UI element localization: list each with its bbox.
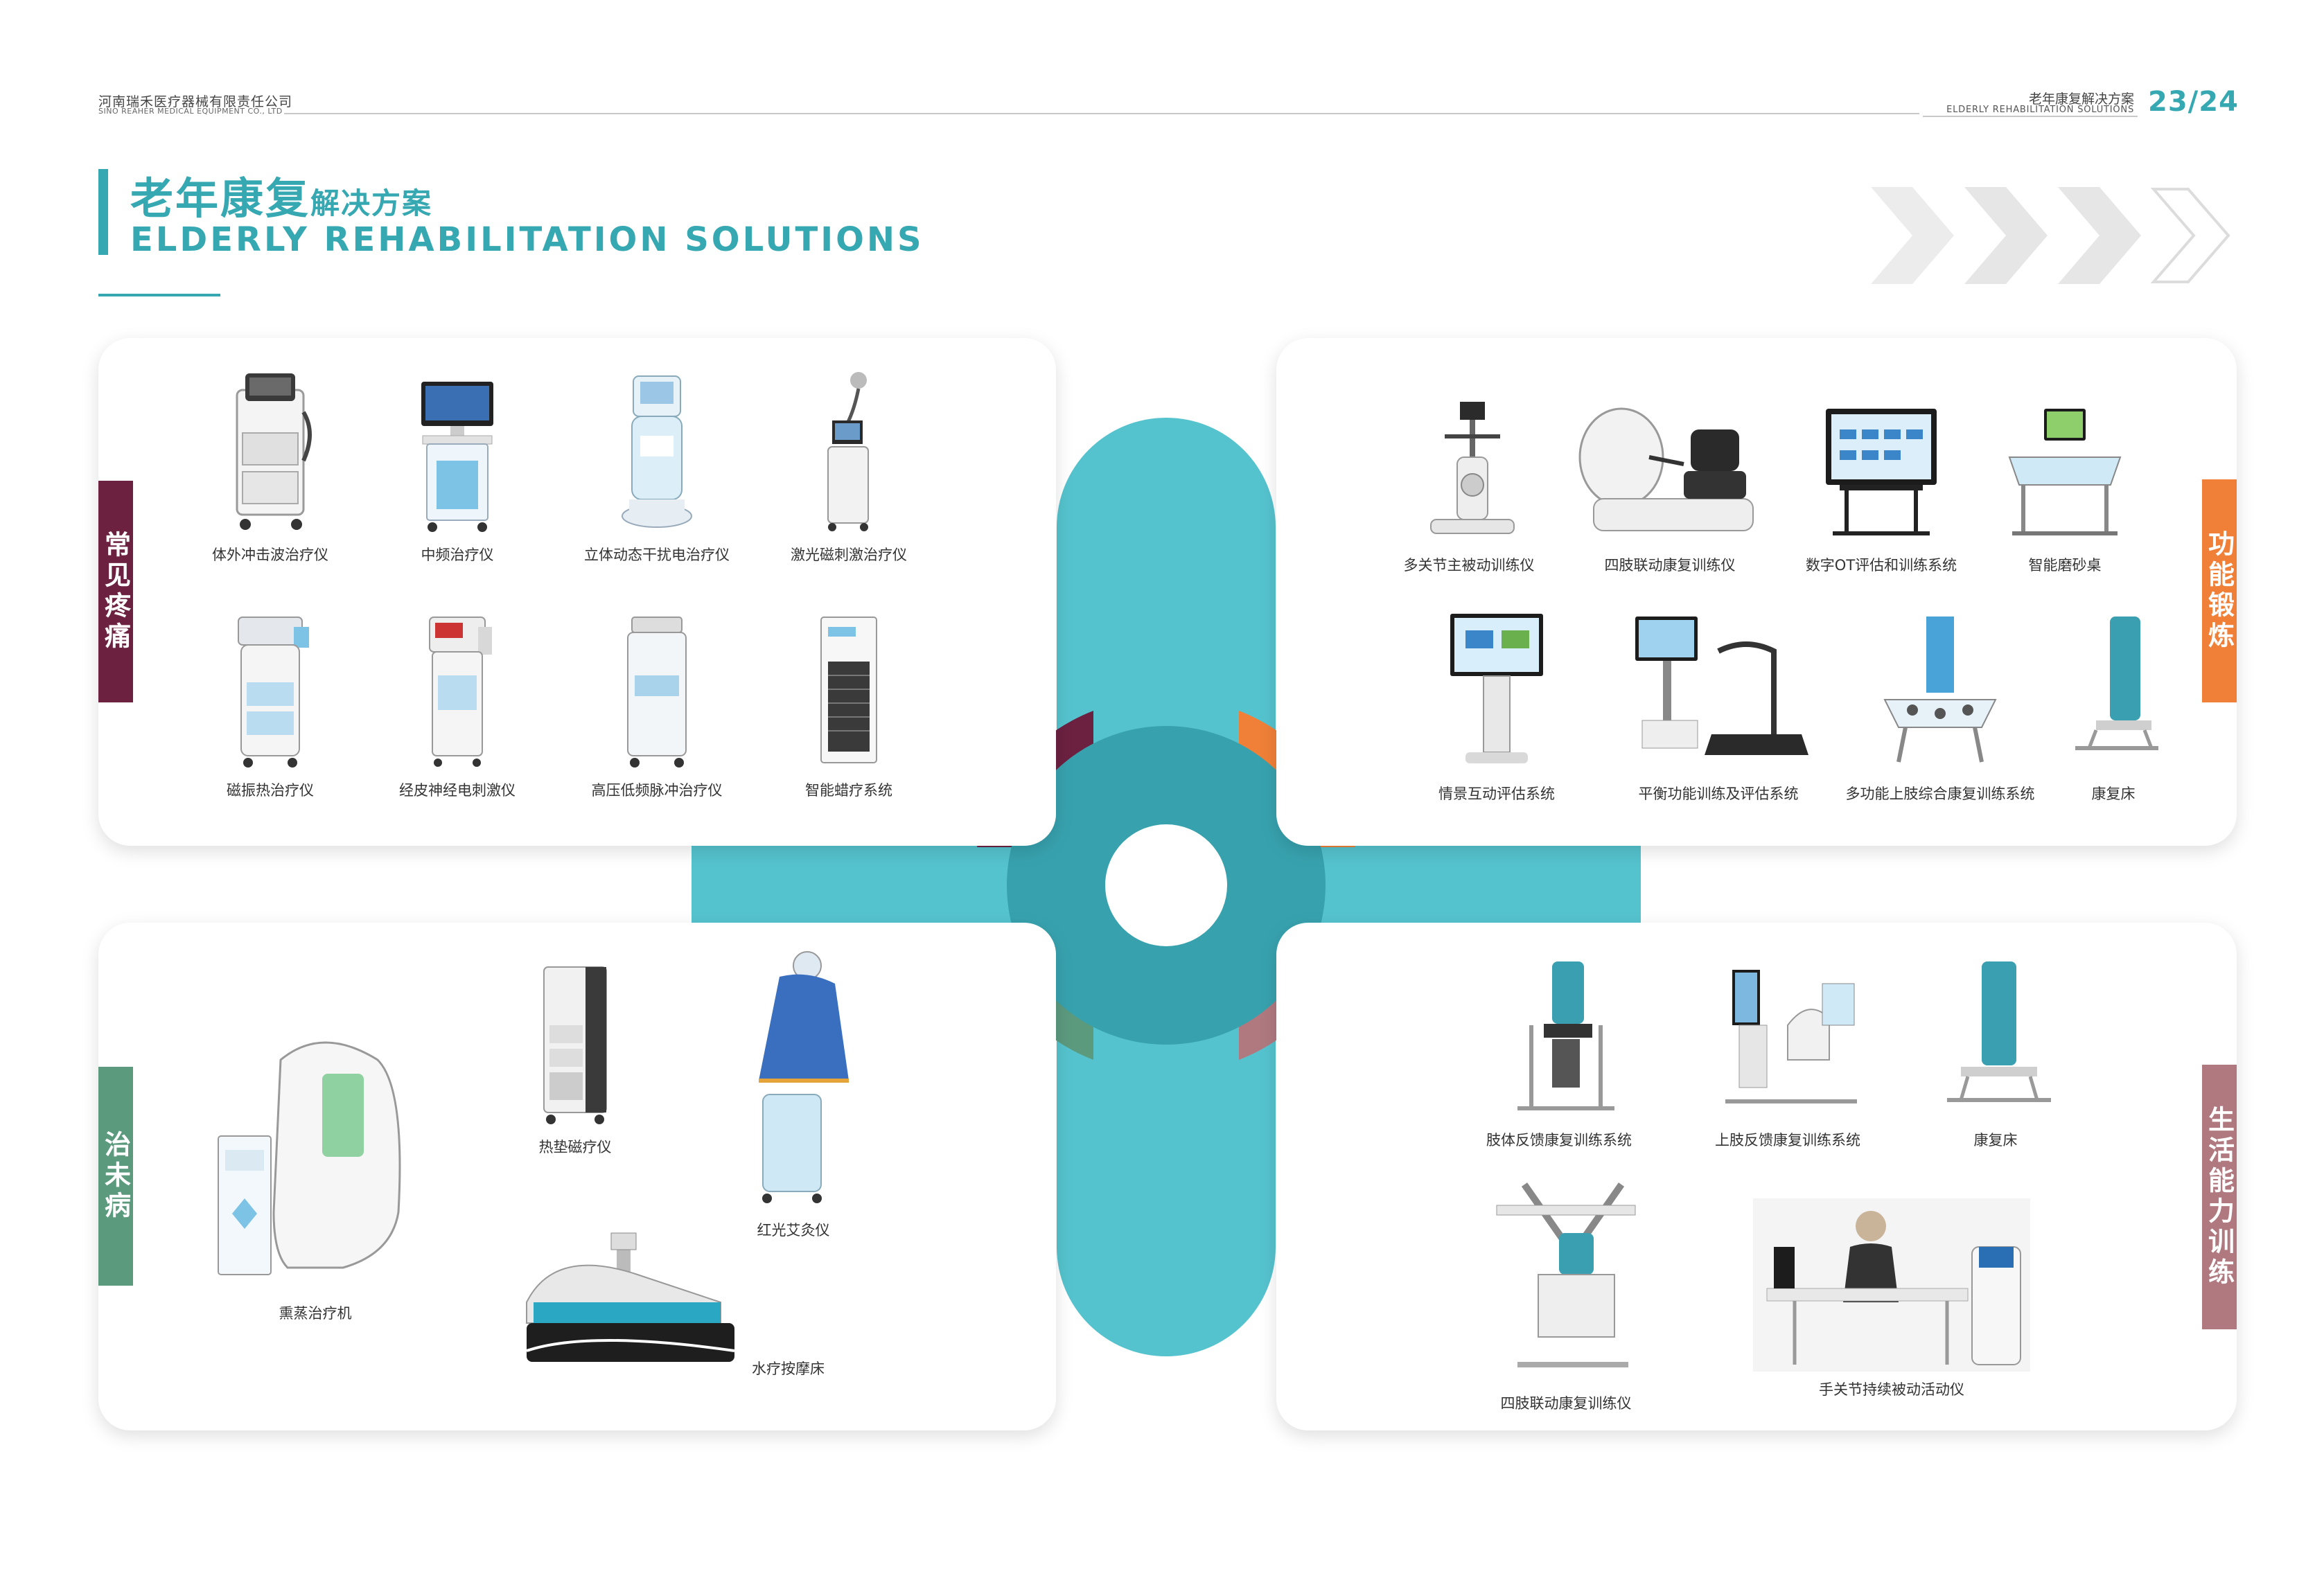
device-balance-trainer[interactable]: 平衡功能训练及评估系统 bbox=[1614, 610, 1822, 804]
device-rehab-bed[interactable]: 康复床 bbox=[2044, 610, 2183, 804]
section-name-en: ELDERLY REHABILITATION SOLUTIONS bbox=[1946, 105, 2134, 115]
device-image bbox=[1635, 617, 1808, 755]
device-upper-limb-feedback[interactable]: 上肢反馈康复训练系统 bbox=[1691, 956, 1885, 1150]
device-image bbox=[218, 1041, 401, 1275]
device-label: 上肢反馈康复训练系统 bbox=[1715, 1132, 1860, 1149]
device-label: 情景互动评估系统 bbox=[1438, 786, 1555, 802]
device-image bbox=[2008, 409, 2122, 535]
category-tab-daily: 生活能力训练 bbox=[2202, 1065, 2237, 1329]
device-image bbox=[1578, 407, 1754, 531]
device-image bbox=[238, 617, 309, 768]
device-limb-feedback[interactable]: 肢体反馈康复训练系统 bbox=[1469, 956, 1649, 1150]
device-label: 四肢联动康复训练仪 bbox=[1500, 1395, 1632, 1412]
device-label: 康复床 bbox=[1973, 1132, 2018, 1149]
device-magnetic-heat[interactable]: 磁振热治疗仪 bbox=[187, 613, 353, 800]
device-image bbox=[2075, 617, 2158, 750]
device-image bbox=[759, 951, 849, 1203]
title-accent-bar bbox=[98, 169, 108, 255]
device-image bbox=[827, 372, 869, 531]
device-image bbox=[1517, 961, 1614, 1110]
device-label: 立体动态干扰电治疗仪 bbox=[584, 547, 730, 563]
company-name-en: SINO REAHER MEDICAL EQUIPMENT CO., LTD bbox=[98, 107, 283, 116]
device-label: 平衡功能训练及评估系统 bbox=[1638, 786, 1799, 802]
device-label: 数字OT评估和训练系统 bbox=[1805, 557, 1957, 574]
device-label: 智能磨砂桌 bbox=[2028, 557, 2102, 574]
device-hydrotherapy-bed[interactable]: 水疗按摩床 bbox=[513, 1219, 825, 1385]
device-hand-cpm[interactable]: 手关节持续被动活动仪 bbox=[1746, 1198, 2037, 1399]
device-image bbox=[526, 1232, 735, 1362]
section-name-cn: 老年康复解决方案 bbox=[2028, 91, 2134, 107]
device-image bbox=[1496, 1182, 1636, 1367]
device-shockwave[interactable]: 体外冲击波治疗仪 bbox=[187, 371, 353, 565]
title-main: 老年康复 bbox=[130, 173, 311, 224]
device-label: 经皮神经电刺激仪 bbox=[399, 782, 516, 799]
device-image bbox=[429, 617, 492, 767]
title-underline bbox=[98, 294, 220, 296]
device-label: 多关节主被动训练仪 bbox=[1403, 557, 1535, 574]
device-label: 肢体反馈康复训练系统 bbox=[1486, 1132, 1632, 1149]
device-fumigation[interactable]: 熏蒸治疗机 bbox=[204, 1032, 426, 1323]
device-label: 磁振热治疗仪 bbox=[227, 782, 314, 799]
device-label: 激光磁刺激治疗仪 bbox=[791, 547, 907, 563]
device-rehab-bed-2[interactable]: 康复床 bbox=[1919, 956, 2072, 1150]
device-label: 手关节持续被动活动仪 bbox=[1819, 1381, 1964, 1398]
category-tab-prevention: 治未病 bbox=[98, 1067, 133, 1286]
device-image bbox=[421, 382, 493, 532]
header-rule-right bbox=[1923, 116, 2138, 117]
device-image bbox=[1753, 1198, 2030, 1372]
header-rule-left bbox=[284, 113, 1919, 114]
device-image bbox=[627, 617, 687, 768]
title-sub: 解决方案 bbox=[310, 186, 433, 220]
device-image bbox=[1430, 402, 1515, 534]
device-sanding-table[interactable]: 智能磨砂桌 bbox=[1989, 395, 2141, 575]
device-laser-magnetic[interactable]: 激光磁刺激治疗仪 bbox=[762, 371, 935, 565]
device-digital-ot[interactable]: 数字OT评估和训练系统 bbox=[1781, 395, 1982, 575]
device-image bbox=[1826, 409, 1937, 535]
device-four-limb-linkage[interactable]: 四肢联动康复训练仪 bbox=[1462, 1178, 1670, 1413]
device-image bbox=[1450, 614, 1543, 763]
category-tab-pain: 常见疼痛 bbox=[98, 481, 133, 702]
device-image bbox=[543, 966, 607, 1124]
device-label: 水疗按摩床 bbox=[752, 1360, 825, 1377]
device-image bbox=[236, 373, 312, 530]
device-upper-limb-system[interactable]: 多功能上肢综合康复训练系统 bbox=[1829, 610, 2051, 804]
device-image bbox=[820, 617, 877, 763]
device-four-limb-trainer[interactable]: 四肢联动康复训练仪 bbox=[1573, 395, 1767, 575]
device-image bbox=[622, 375, 692, 528]
device-label: 热垫磁疗仪 bbox=[538, 1139, 612, 1155]
device-label: 四肢联动康复训练仪 bbox=[1604, 557, 1736, 574]
page-number: 23/24 bbox=[2148, 86, 2239, 118]
device-label: 中频治疗仪 bbox=[421, 547, 494, 563]
device-tens[interactable]: 经皮神经电刺激仪 bbox=[374, 613, 540, 800]
chevron-arrows-decoration bbox=[1871, 187, 2230, 284]
category-tab-function: 功能锻炼 bbox=[2202, 479, 2237, 702]
device-mid-frequency[interactable]: 中频治疗仪 bbox=[374, 371, 540, 565]
device-label: 体外冲击波治疗仪 bbox=[212, 547, 328, 563]
device-image bbox=[1947, 961, 2051, 1102]
device-label: 熏蒸治疗机 bbox=[279, 1305, 352, 1322]
device-high-voltage-pulse[interactable]: 高压低频脉冲治疗仪 bbox=[567, 613, 747, 800]
page-title-cn: 老年康复解决方案 bbox=[130, 163, 432, 226]
device-image bbox=[1883, 617, 1997, 763]
device-wax-therapy[interactable]: 智能蜡疗系统 bbox=[762, 613, 935, 800]
device-multi-joint-trainer[interactable]: 多关节主被动训练仪 bbox=[1393, 395, 1545, 575]
device-label: 康复床 bbox=[2091, 786, 2136, 802]
company-name-cn: 河南瑞禾医疗器械有限责任公司 bbox=[98, 94, 293, 109]
device-heat-pad-magnetic[interactable]: 热垫磁疗仪 bbox=[506, 963, 644, 1157]
device-label: 高压低频脉冲治疗仪 bbox=[591, 782, 723, 799]
device-image bbox=[1725, 970, 1857, 1103]
device-label: 智能蜡疗系统 bbox=[805, 782, 892, 799]
device-label: 多功能上肢综合康复训练系统 bbox=[1845, 786, 2035, 802]
device-interactive-eval[interactable]: 情景互动评估系统 bbox=[1414, 610, 1580, 804]
device-interference-electro[interactable]: 立体动态干扰电治疗仪 bbox=[567, 371, 747, 565]
device-label: 红光艾灸仪 bbox=[757, 1222, 830, 1239]
device-red-light-moxibustion[interactable]: 红光艾灸仪 bbox=[717, 949, 870, 1240]
page-title-en: ELDERLY REHABILITATION SOLUTIONS bbox=[130, 220, 924, 259]
